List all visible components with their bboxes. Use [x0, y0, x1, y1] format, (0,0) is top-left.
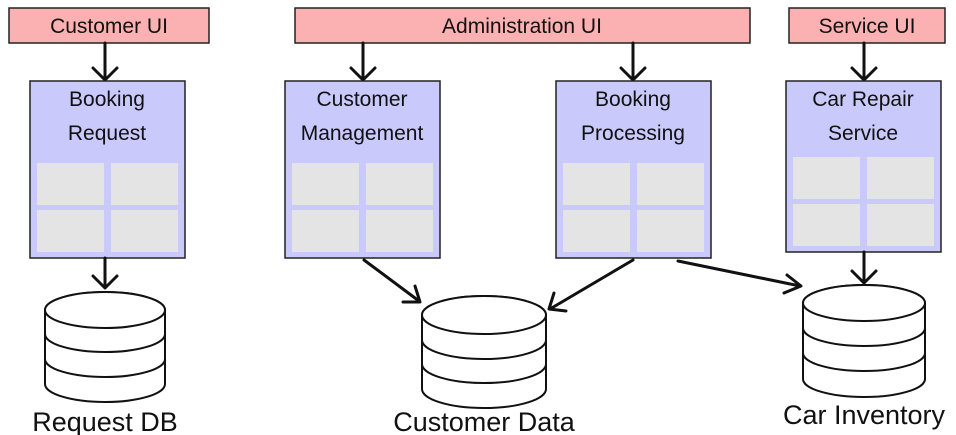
service-ui-label: Service UI: [819, 15, 916, 38]
customer-management-label-line2: Management: [301, 122, 424, 145]
customer-ui-label: Customer UI: [50, 15, 168, 38]
customer-management-service: Customer Management: [284, 80, 441, 259]
arrow-customer-management-to-customer-data: [362, 258, 422, 304]
customer-data-cylinder-icon: [421, 295, 547, 409]
booking-request-label-line2: Request: [68, 122, 146, 145]
booking-processing-label-line1: Booking: [595, 88, 671, 111]
arrow-booking-processing-to-car-inventory: [676, 259, 803, 295]
booking-processing-label-line2: Processing: [581, 122, 685, 145]
customer-management-label-line1: Customer: [316, 88, 407, 111]
customer-data-label: Customer Data: [393, 407, 576, 435]
arrow-car-repair-to-car-inventory: [850, 250, 878, 285]
service-ui-box: Service UI: [788, 7, 946, 44]
car-repair-service: Car Repair Service: [785, 80, 942, 253]
administration-ui-box: Administration UI: [294, 7, 751, 44]
arrow-admin-ui-to-booking-processing: [619, 41, 647, 82]
request-db-cylinder-icon: [44, 291, 166, 403]
car-inventory-label: Car Inventory: [783, 400, 946, 430]
request-db-label: Request DB: [32, 407, 178, 435]
administration-ui-label: Administration UI: [442, 15, 602, 38]
customer-ui-box: Customer UI: [8, 7, 210, 44]
booking-request-label-line1: Booking: [69, 88, 145, 111]
booking-processing-service: Booking Processing: [555, 80, 712, 259]
car-repair-label-line1: Car Repair: [812, 88, 914, 111]
arrow-customer-ui-to-booking-request: [91, 41, 119, 82]
arrow-booking-processing-to-customer-data: [547, 258, 635, 313]
car-repair-label-line2: Service: [828, 122, 898, 145]
car-inventory-cylinder-icon: [802, 284, 926, 398]
arrow-admin-ui-to-customer-management: [349, 41, 377, 82]
arrow-service-ui-to-car-repair: [850, 41, 878, 82]
arrow-booking-request-to-request-db: [91, 256, 119, 290]
booking-request-service: Booking Request: [29, 80, 186, 259]
